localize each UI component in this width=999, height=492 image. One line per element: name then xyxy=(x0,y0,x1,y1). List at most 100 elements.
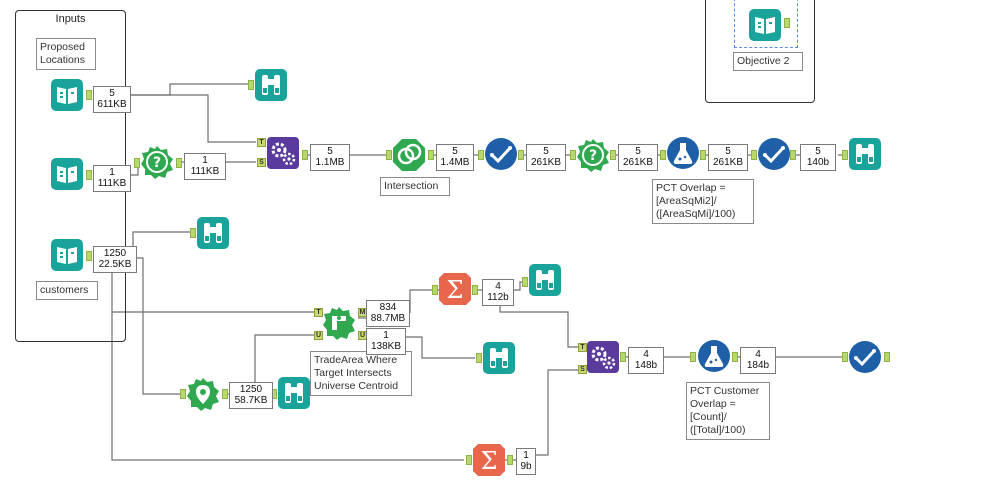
input-proposed-locations[interactable] xyxy=(50,78,84,112)
select-tool-2[interactable] xyxy=(757,137,791,171)
input-2[interactable] xyxy=(50,157,84,191)
filter-tool-2[interactable]: ? xyxy=(576,138,610,172)
create-points-tool[interactable] xyxy=(186,377,220,411)
anchor-source-1[interactable]: S xyxy=(257,158,266,167)
output-anchor[interactable] xyxy=(302,150,308,160)
input-anchor[interactable] xyxy=(476,353,482,363)
conn-21 xyxy=(111,312,464,461)
select-tool-1[interactable] xyxy=(484,137,518,171)
output-anchor[interactable] xyxy=(428,150,434,160)
conn-23 xyxy=(254,334,316,394)
trade-area-tool[interactable] xyxy=(322,306,356,340)
browse-2[interactable] xyxy=(196,216,230,250)
output-anchor[interactable] xyxy=(86,251,92,261)
output-anchor[interactable] xyxy=(700,150,706,160)
inputs-container-title: Inputs xyxy=(55,13,86,25)
output-anchor[interactable] xyxy=(472,285,478,295)
input-anchor[interactable] xyxy=(751,150,757,160)
input-anchor[interactable] xyxy=(134,158,140,168)
formula-tool-2[interactable] xyxy=(697,339,731,373)
conn-20 xyxy=(137,257,186,395)
binoculars-icon xyxy=(197,217,229,249)
anchor-source-2[interactable]: S xyxy=(578,365,587,374)
input-anchor[interactable] xyxy=(386,150,392,160)
input-customers[interactable] xyxy=(50,238,84,272)
summarize-tool-2[interactable]: Σ xyxy=(472,443,506,477)
gears-icon xyxy=(587,341,619,373)
binoculars-icon xyxy=(255,69,287,101)
anchor-target-1[interactable]: T xyxy=(257,138,266,147)
input-anchor[interactable] xyxy=(466,455,472,465)
check-circle-icon xyxy=(849,341,881,373)
output-anchor[interactable] xyxy=(86,170,92,180)
filter-tool-1[interactable]: ? xyxy=(140,145,174,179)
formula-tool-1[interactable] xyxy=(666,136,700,170)
input-anchor[interactable] xyxy=(180,389,186,399)
summarize-tool-1[interactable]: Σ xyxy=(438,272,472,306)
browse-1[interactable] xyxy=(254,68,288,102)
flask-icon xyxy=(698,340,730,372)
browse-4[interactable] xyxy=(528,263,562,297)
puzzle-icon xyxy=(323,307,355,340)
flask-icon xyxy=(667,137,699,169)
conn-26 xyxy=(409,289,440,313)
input-anchor[interactable] xyxy=(190,228,196,238)
input-anchor[interactable] xyxy=(570,150,576,160)
conn-18 xyxy=(132,231,190,258)
input-anchor[interactable] xyxy=(842,352,848,362)
input-objective2[interactable] xyxy=(748,8,782,42)
input-anchor[interactable] xyxy=(478,150,484,160)
book-icon xyxy=(749,9,781,41)
svg-text:?: ? xyxy=(589,148,597,164)
intersection-tool[interactable] xyxy=(392,138,426,172)
svg-text:Σ: Σ xyxy=(447,276,464,304)
conn-19 xyxy=(111,270,314,313)
anchor-target-2[interactable]: T xyxy=(314,308,323,317)
output-anchor[interactable] xyxy=(610,150,616,160)
input-anchor[interactable] xyxy=(248,80,254,90)
objective2-selection xyxy=(734,0,798,48)
browse-6[interactable] xyxy=(277,376,311,410)
output-anchor[interactable] xyxy=(507,455,513,465)
spatial-match-tool-2[interactable] xyxy=(586,340,620,374)
output-anchor[interactable] xyxy=(884,352,890,362)
output-anchor[interactable] xyxy=(86,90,92,100)
output-anchor[interactable] xyxy=(518,150,524,160)
select-tool-3[interactable] xyxy=(848,340,882,374)
output-anchor[interactable] xyxy=(732,352,738,362)
pct-overlap-label: PCT Overlap = [AreaSqMi2]/ ([AreaSqMi]/1… xyxy=(652,179,754,224)
browse-5[interactable] xyxy=(482,341,516,375)
input-anchor[interactable] xyxy=(690,352,696,362)
pct-customer-overlap-label: PCT Customer Overlap = [Count]/ ([Total]… xyxy=(686,382,770,440)
proposed-locations-label: Proposed Locations xyxy=(36,38,96,70)
output-anchor[interactable] xyxy=(790,150,796,160)
output-anchor[interactable] xyxy=(620,352,626,362)
conn-2 xyxy=(131,94,256,143)
binoculars-icon xyxy=(529,264,561,296)
anchor-target-3[interactable]: T xyxy=(578,343,587,352)
output-anchor[interactable] xyxy=(222,389,228,399)
binoculars-icon xyxy=(483,342,515,374)
book-icon xyxy=(51,239,83,271)
anchor-universe[interactable]: U xyxy=(314,331,323,340)
gears-icon xyxy=(267,137,299,169)
output-anchor[interactable] xyxy=(784,18,790,28)
input-anchor[interactable] xyxy=(432,285,438,295)
objective2-container[interactable] xyxy=(705,0,815,103)
browse-3[interactable] xyxy=(848,137,882,171)
input-anchor[interactable] xyxy=(522,277,528,287)
spatial-match-tool-1[interactable] xyxy=(266,136,300,170)
input-anchor[interactable] xyxy=(842,150,848,160)
book-icon xyxy=(51,79,83,111)
input-anchor[interactable] xyxy=(660,150,666,160)
output-anchor[interactable] xyxy=(176,158,182,168)
svg-text:?: ? xyxy=(153,155,161,171)
